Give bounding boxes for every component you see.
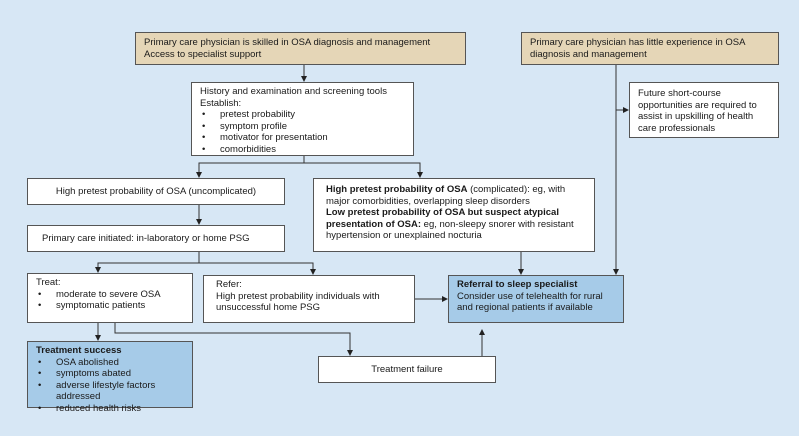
box-title: Refer: bbox=[216, 279, 242, 290]
box-text: Primary care initiated: in-laboratory or… bbox=[42, 233, 250, 244]
list-item: comorbidities bbox=[200, 144, 405, 156]
box-title: Referral to sleep specialist bbox=[457, 279, 578, 290]
box-title: Treatment success bbox=[36, 345, 122, 356]
failure-box: Treatment failure bbox=[318, 356, 496, 383]
treat-box: Treat: moderate to severe OSA symptomati… bbox=[27, 273, 193, 323]
referral-box: Referral to sleep specialist Consider us… bbox=[448, 275, 624, 323]
skilled-physician-box: Primary care physician is skilled in OSA… bbox=[135, 32, 466, 65]
box-text: Access to specialist support bbox=[144, 48, 262, 60]
box-text: Consider use of telehealth for rural and… bbox=[457, 290, 603, 314]
list-item: symptomatic patients bbox=[36, 300, 184, 312]
box-text: High pretest probability of OSA (uncompl… bbox=[55, 185, 257, 197]
initiated-box: Primary care initiated: in-laboratory or… bbox=[27, 225, 285, 252]
box-text: Future short-course opportunities are re… bbox=[638, 88, 757, 134]
box-bold: High pretest probability of OSA bbox=[326, 184, 468, 195]
box-text: eg, non-sleepy snorer with resistant hyp… bbox=[326, 218, 574, 242]
arrow bbox=[95, 251, 200, 273]
box-title: Treat: bbox=[36, 277, 61, 288]
history-box: History and examination and screening to… bbox=[191, 82, 414, 156]
success-box: Treatment success OSA abolished symptoms… bbox=[27, 341, 193, 414]
list-item: motivator for presentation bbox=[200, 132, 405, 144]
list-item: symptoms abated bbox=[36, 368, 184, 380]
box-text: Primary care physician has little experi… bbox=[530, 37, 745, 60]
box-text: High pretest probability individuals wit… bbox=[216, 290, 380, 314]
arrow bbox=[114, 323, 353, 356]
box-title: History and examination and screening to… bbox=[200, 86, 387, 97]
inexperienced-physician-box: Primary care physician has little experi… bbox=[521, 32, 779, 65]
arrow bbox=[304, 162, 423, 178]
arrow bbox=[196, 155, 305, 178]
complicated-box: High pretest probability of OSA (complic… bbox=[313, 178, 595, 252]
list-item: moderate to severe OSA bbox=[36, 289, 184, 301]
list-item: OSA abolished bbox=[36, 357, 184, 369]
box-text: Treatment failure bbox=[371, 363, 443, 375]
box-text: Establish: bbox=[200, 97, 242, 109]
future-courses-box: Future short-course opportunities are re… bbox=[629, 82, 779, 138]
uncomplicated-box: High pretest probability of OSA (uncompl… bbox=[27, 178, 285, 205]
list-item: pretest probability bbox=[200, 109, 405, 121]
box-text: Primary care physician is skilled in OSA… bbox=[144, 37, 431, 48]
box-bold: Low pretest probability of OSA but suspe… bbox=[326, 207, 559, 230]
refer-box: Refer: High pretest probability individu… bbox=[203, 275, 415, 323]
list-item: adverse lifestyle factors addressed bbox=[36, 380, 184, 403]
arrow bbox=[199, 262, 316, 275]
box-text: (complicated): eg, with major comorbidit… bbox=[326, 184, 566, 207]
list-item: symptom profile bbox=[200, 121, 405, 133]
list-item: reduced health risks bbox=[36, 403, 184, 415]
